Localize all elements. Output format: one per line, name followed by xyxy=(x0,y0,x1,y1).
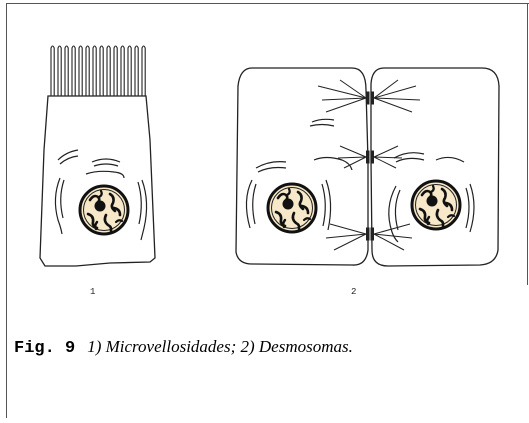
cell-1-golgi xyxy=(54,149,148,241)
cell-2b-membrane xyxy=(370,67,500,267)
desmosome-top xyxy=(317,79,421,113)
frame-top-border xyxy=(6,3,529,4)
caption-text: 1) Microvellosidades; 2) Desmosomas. xyxy=(87,337,353,356)
cell-2b-desmosome xyxy=(370,67,500,267)
cell-2b-nucleus xyxy=(410,179,462,231)
desmosome-middle xyxy=(337,145,403,169)
cell-2b-organelles xyxy=(388,152,475,243)
cell-2a-membrane xyxy=(235,67,369,266)
frame-right-border xyxy=(527,3,528,285)
desmosomes xyxy=(317,79,421,251)
panel-label-1: 1 xyxy=(90,287,96,297)
cell-2a-organelles xyxy=(245,118,353,231)
cell-2a-nucleus xyxy=(266,182,318,234)
panel-label-2: 2 xyxy=(351,287,357,297)
frame-left-border xyxy=(6,3,7,418)
desmosome-bottom xyxy=(325,223,413,251)
figure-label: Fig. 9 xyxy=(14,339,76,358)
cell-diagram xyxy=(39,45,500,267)
cell-2a-desmosome xyxy=(235,67,369,266)
cell-1-microvilli xyxy=(39,45,156,267)
cell-1-membrane xyxy=(39,95,156,267)
figure-caption: Fig. 9 1) Microvellosidades; 2) Desmosoma… xyxy=(14,335,514,361)
microvilli xyxy=(50,45,146,96)
cell-1-nucleus xyxy=(78,184,130,236)
